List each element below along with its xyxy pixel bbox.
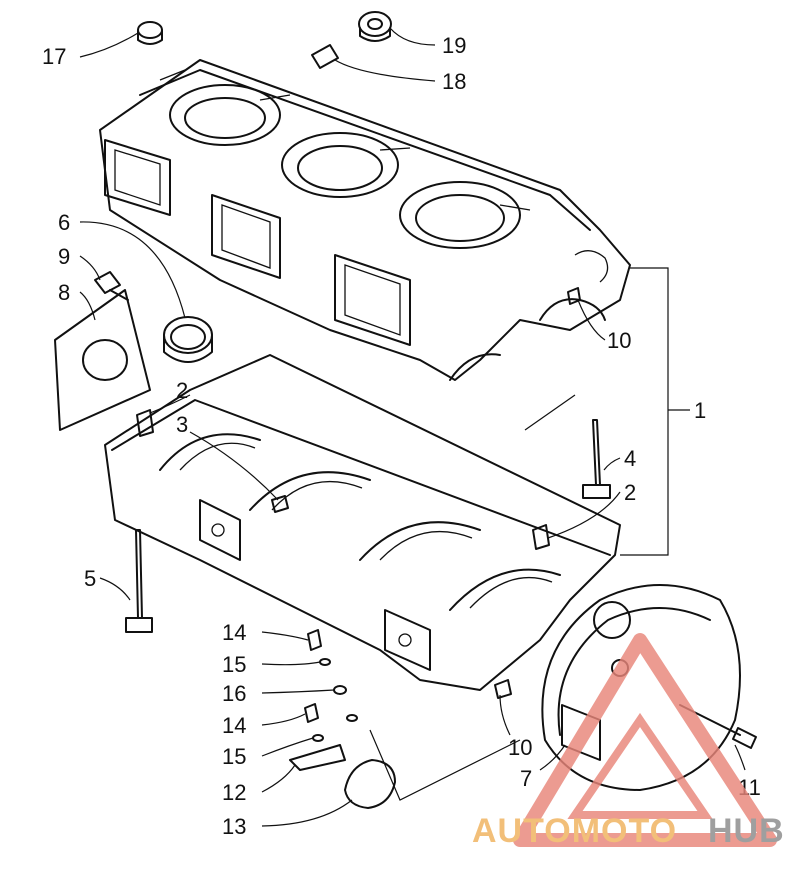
callout-13: 13	[222, 814, 246, 839]
callout-5: 5	[84, 566, 96, 591]
washer-15-upper	[319, 658, 331, 666]
callout-labels: 17 19 18 6 9 8 10 1 2 3 4 2 5 14 15 16 1…	[42, 33, 761, 839]
pin-3	[271, 495, 289, 513]
lower-crankcase-half	[104, 354, 621, 691]
watermark-logo: AUTOMOTO HUB	[472, 633, 785, 850]
screw-9	[94, 271, 129, 301]
callout-1: 1	[694, 398, 706, 423]
screw-14-upper	[307, 629, 322, 651]
washer-16	[333, 685, 347, 695]
bearing-19	[358, 11, 392, 42]
cap-13	[344, 759, 396, 809]
washer-15-side	[346, 714, 358, 722]
callout-10-lower: 10	[508, 735, 532, 760]
watermark-word-hub: HUB	[708, 812, 785, 850]
watermark-word-automoto: AUTOMOTO	[472, 812, 677, 850]
callout-9: 9	[58, 244, 70, 269]
callout-16: 16	[222, 681, 246, 706]
plug-17	[137, 21, 163, 45]
callout-17: 17	[42, 44, 66, 69]
callout-4: 4	[624, 446, 636, 471]
upper-crankcase-half	[99, 59, 631, 381]
bolt-5	[125, 529, 153, 633]
washer-15-lower	[312, 734, 324, 742]
callout-15-lower: 15	[222, 744, 246, 769]
callout-3: 3	[176, 412, 188, 437]
callout-18: 18	[442, 69, 466, 94]
callout-14-lower: 14	[222, 713, 246, 738]
callout-19: 19	[442, 33, 466, 58]
callout-7: 7	[520, 766, 532, 791]
callout-12: 12	[222, 780, 246, 805]
flywheel-cover-7	[541, 584, 741, 791]
leader-lines	[79, 27, 746, 827]
callout-2-left: 2	[176, 378, 188, 403]
callout-8: 8	[58, 280, 70, 305]
watermark-triangle-icon	[513, 633, 777, 847]
dowel-2-left	[136, 409, 154, 437]
screw-14-lower	[304, 703, 319, 723]
callout-15-upper: 15	[222, 652, 246, 677]
dowel-10-upper	[567, 287, 581, 305]
gasket-plate-8	[54, 289, 151, 431]
bolt-4	[582, 419, 611, 499]
dowel-2-right	[532, 524, 550, 550]
seal-ring-6	[163, 316, 213, 363]
callout-2-right: 2	[624, 480, 636, 505]
clip-12	[289, 744, 346, 771]
dowel-10-lower	[494, 679, 512, 699]
pin-18	[311, 44, 339, 69]
callout-10-upper: 10	[607, 328, 631, 353]
callout-6: 6	[58, 210, 70, 235]
callout-14-upper: 14	[222, 620, 246, 645]
